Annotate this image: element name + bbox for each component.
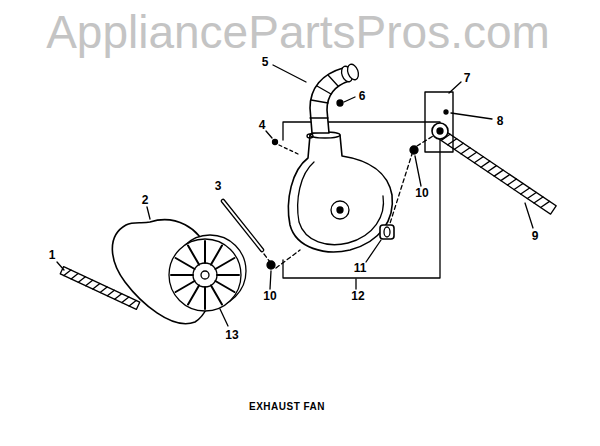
fan-wheel [169, 235, 246, 311]
callout-number: 8 [497, 115, 504, 127]
elbow-duct [310, 63, 360, 133]
leader-line [525, 203, 533, 228]
callout-number: 6 [359, 90, 366, 102]
callout-number: 12 [351, 290, 364, 302]
blower-housing [288, 132, 392, 252]
leader-line [366, 240, 381, 262]
callout-number: 10 [263, 290, 276, 302]
callout-number: 13 [225, 329, 238, 341]
drive-belt [438, 130, 556, 214]
washer [410, 146, 418, 154]
leader-line [449, 82, 461, 93]
leader-line [355, 279, 356, 289]
screw [273, 140, 278, 145]
callout-number: 7 [464, 72, 471, 84]
leader-line [57, 262, 64, 270]
pulley [432, 123, 448, 139]
callout-number: 1 [49, 249, 56, 261]
washer [267, 261, 275, 269]
leader-line [344, 97, 355, 102]
mounting-plate [425, 92, 453, 152]
callout-number: 3 [215, 180, 222, 192]
callout-number: 2 [142, 194, 149, 206]
leader-line [147, 207, 150, 219]
shaft-pin [223, 201, 262, 250]
figure-caption: EXHAUST FAN [249, 402, 325, 412]
callout-number: 4 [259, 119, 266, 131]
clamp [337, 100, 343, 106]
callout-number: 11 [354, 262, 367, 274]
callout-number: 9 [532, 230, 539, 242]
leader-line [451, 113, 492, 119]
callout-number: 5 [262, 56, 269, 68]
leader-line [220, 309, 228, 326]
leader-line [270, 271, 271, 289]
screw [444, 110, 448, 114]
leader-line [415, 156, 421, 186]
assembly-bracket [283, 122, 440, 278]
bushing [380, 225, 394, 239]
callout-number: 10 [415, 187, 428, 199]
strip-gasket [60, 267, 140, 310]
watermark: AppliancePartsPros.com [46, 9, 550, 55]
leader-line [266, 131, 272, 138]
assembly-axis [264, 136, 433, 268]
leader-line [273, 65, 306, 82]
